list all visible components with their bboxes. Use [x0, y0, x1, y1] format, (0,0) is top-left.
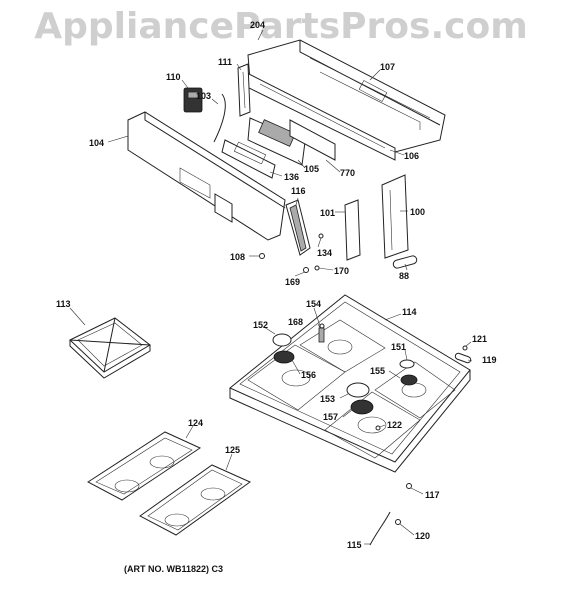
callout-154: 154: [306, 299, 322, 309]
switch-110: [183, 87, 203, 113]
callout-168: 168: [288, 317, 304, 327]
callout-170: 170: [334, 266, 350, 276]
bracket-770: [289, 119, 336, 161]
tube-115: [369, 511, 391, 546]
callout-107: 107: [380, 62, 396, 72]
callout-108: 108: [230, 252, 246, 262]
callout-153: 153: [320, 394, 336, 404]
screw-122: [375, 425, 381, 431]
burner-cap-153: [346, 382, 370, 398]
callout-104: 104: [89, 138, 105, 148]
callout-155: 155: [370, 366, 386, 376]
callout-116: 116: [291, 186, 306, 196]
callout-110: 110: [166, 72, 181, 82]
callout-157: 157: [323, 412, 339, 422]
control-panel-104: [127, 111, 286, 241]
bracket-111: [237, 63, 251, 117]
callout-119: 119: [482, 355, 497, 365]
callout-169: 169: [285, 277, 301, 287]
callout-204: 204: [250, 20, 266, 30]
callout-105: 105: [304, 164, 320, 174]
callout-134: 134: [317, 248, 333, 258]
bracket-116: [285, 199, 311, 256]
callout-122: 122: [387, 420, 403, 430]
clip-120: [395, 519, 401, 525]
screw-169: [303, 267, 309, 273]
drip-pan-124: [87, 431, 202, 501]
screw-108: [259, 253, 265, 259]
callout-113: 113: [56, 299, 71, 309]
watermark: AppliancePartsPros.com: [34, 6, 528, 47]
callout-106: 106: [404, 151, 420, 161]
callout-120: 120: [415, 531, 431, 541]
art-number: (ART NO. WB11822) C3: [124, 564, 224, 574]
callout-101: 101: [320, 208, 336, 218]
burner-cap-151: [399, 359, 415, 369]
screw-170: [314, 265, 320, 271]
callout-100: 100: [410, 207, 426, 217]
screw-134: [318, 233, 324, 239]
callout-770: 770: [340, 168, 356, 178]
callout-125: 125: [225, 445, 241, 455]
burner-cap-152: [272, 333, 292, 347]
callout-156: 156: [301, 370, 317, 380]
callout-121: 121: [472, 334, 488, 344]
control-board-136: [221, 139, 276, 179]
screw-121: [462, 345, 468, 351]
callout-88: 88: [399, 271, 410, 281]
burner-head-157: [350, 399, 374, 415]
callout-114: 114: [402, 307, 417, 317]
callout-117: 117: [425, 490, 440, 500]
screw-117: [406, 483, 412, 489]
pad-88: [392, 255, 418, 269]
callout-152: 152: [253, 320, 269, 330]
bracket-101: [344, 199, 361, 261]
screw-168: [319, 323, 325, 329]
burner-grate-113: [69, 317, 151, 379]
callout-151: 151: [391, 342, 407, 352]
tube-103: [213, 93, 226, 143]
callout-136: 136: [284, 172, 300, 182]
callout-115: 115: [347, 540, 362, 550]
burner-head-155: [400, 374, 418, 386]
igniter-154: [318, 327, 325, 343]
callout-124: 124: [188, 418, 204, 428]
drip-pan-125: [139, 464, 251, 536]
burner-head-156: [273, 350, 295, 364]
leader-lines: [69, 29, 473, 545]
side-panel-100: [381, 174, 409, 259]
callout-103: 103: [196, 91, 212, 101]
callout-111: 111: [218, 57, 233, 67]
